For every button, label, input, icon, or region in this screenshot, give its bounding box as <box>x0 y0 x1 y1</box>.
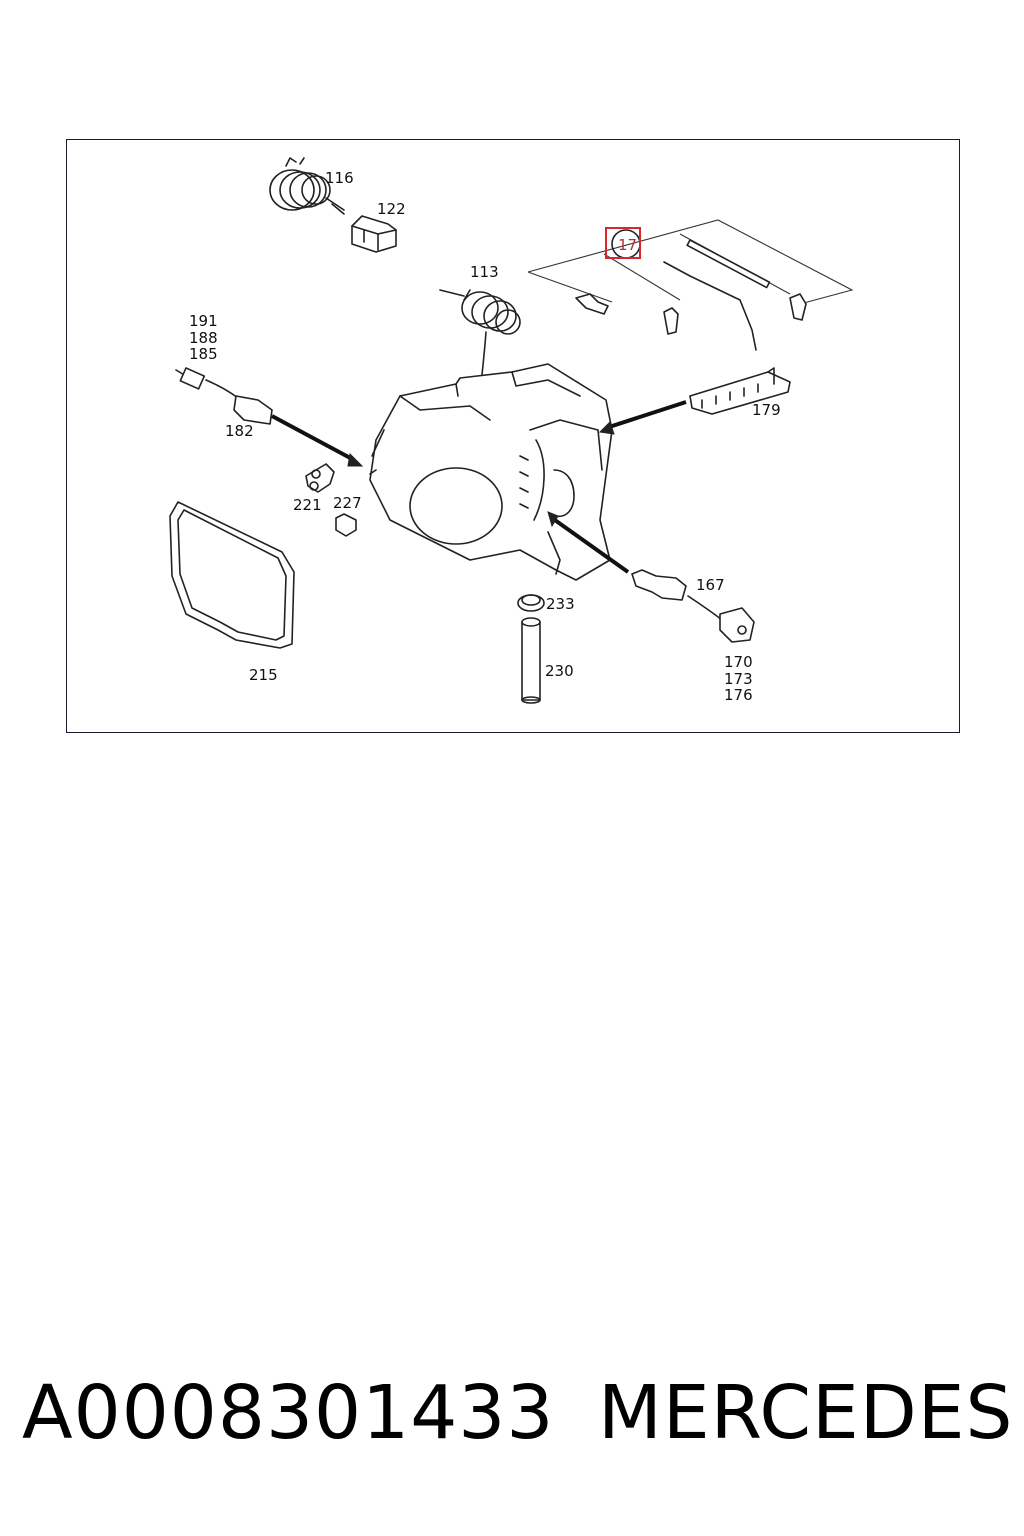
transmission-housing <box>369 363 613 581</box>
part-182-connector-cable[interactable] <box>175 367 364 467</box>
label-122: 122 <box>377 200 406 218</box>
label-227: 227 <box>333 494 362 512</box>
part-number: A0008301433 <box>22 1370 555 1456</box>
label-185: 185 <box>189 345 218 363</box>
exploded-parts-diagram: 116 122 113 17 191 188 185 182 179 221 2… <box>169 157 854 704</box>
label-233: 233 <box>546 595 575 613</box>
label-116: 116 <box>325 169 354 187</box>
brand-name: MERCEDES <box>598 1370 1014 1456</box>
part-122-clip[interactable] <box>351 215 397 253</box>
label-221: 221 <box>293 496 322 514</box>
part-179-connector-strip[interactable] <box>598 367 791 435</box>
label-113: 113 <box>470 263 499 281</box>
label-182: 182 <box>225 422 254 440</box>
footer-caption: A0008301433 MERCEDES <box>0 1370 1024 1470</box>
part-233-ring[interactable] <box>517 594 545 612</box>
part-227-plug[interactable] <box>335 513 357 537</box>
label-17: 17 <box>618 236 637 254</box>
label-176: 176 <box>724 686 753 704</box>
label-173: 173 <box>724 670 753 688</box>
label-170: 170 <box>724 653 753 671</box>
label-167: 167 <box>696 576 725 594</box>
label-215: 215 <box>249 666 278 684</box>
part-167-sensor-cable[interactable] <box>547 511 755 643</box>
highlight-box-17 <box>605 227 641 259</box>
part-215-gasket[interactable] <box>169 501 295 649</box>
label-191: 191 <box>189 312 218 330</box>
part-116-bellows-actuator[interactable] <box>269 157 345 215</box>
part-17-linkage-assembly[interactable] <box>527 219 854 351</box>
diagram-frame <box>66 139 960 733</box>
label-179: 179 <box>752 401 781 419</box>
part-230-tube[interactable] <box>521 617 541 704</box>
label-230: 230 <box>545 662 574 680</box>
label-188: 188 <box>189 329 218 347</box>
part-221-fitting[interactable] <box>305 463 335 493</box>
